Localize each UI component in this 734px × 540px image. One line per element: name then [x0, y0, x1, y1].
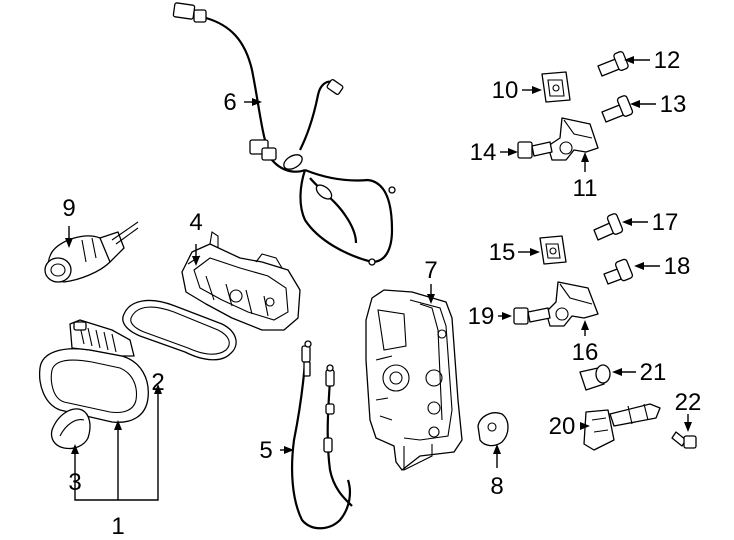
callout-22: 22 [675, 389, 702, 416]
callout-20: 20 [549, 413, 576, 440]
callout-21: 21 [640, 359, 667, 386]
part-11-striker [547, 117, 599, 161]
part-5-cables [290, 340, 353, 530]
callout-14: 14 [470, 139, 497, 166]
callout-17: 17 [652, 209, 679, 236]
callout-5: 5 [259, 437, 272, 464]
part-21-bushing [579, 364, 611, 391]
part-8-plate [477, 412, 509, 447]
callout-2: 2 [151, 369, 164, 396]
callout-6: 6 [223, 89, 236, 116]
callout-1: 1 [111, 513, 124, 540]
part-22-bolt [671, 431, 697, 449]
part-15-bracket [539, 235, 567, 265]
callout-12: 12 [654, 47, 681, 74]
callout-13: 13 [660, 91, 687, 118]
part-7-latch-assembly [365, 289, 463, 471]
callout-15: 15 [489, 239, 516, 266]
part-16-striker [545, 281, 599, 327]
callout-11: 11 [573, 175, 598, 202]
callout-8: 8 [490, 473, 503, 500]
part-10-bracket [541, 71, 571, 103]
callout-3: 3 [68, 469, 81, 496]
callout-18: 18 [664, 253, 691, 280]
part-17-bolt [593, 213, 624, 241]
callout-16: 16 [572, 339, 599, 366]
callout-labels: 1 2 3 4 5 6 7 8 9 10 11 12 13 14 15 16 1… [62, 47, 701, 540]
part-3-handle-cap [50, 408, 91, 450]
callout-19: 19 [468, 303, 495, 330]
callout-10: 10 [492, 77, 519, 104]
leader-lines [65, 56, 692, 501]
part-2-gasket [122, 299, 237, 361]
part-6-wiring-harness [172, 2, 396, 266]
part-1-exterior-handle [38, 319, 149, 423]
callout-4: 4 [189, 209, 202, 236]
part-12-bolt [597, 51, 629, 77]
part-13-bolt [601, 95, 634, 123]
part-20-door-check [583, 403, 661, 451]
part-18-bolt [603, 258, 634, 285]
part-19-bolt [513, 307, 551, 325]
part-14-bolt [517, 141, 553, 159]
callout-9: 9 [62, 195, 75, 222]
part-9-lock-cylinder [44, 221, 139, 283]
callout-7: 7 [424, 257, 437, 284]
